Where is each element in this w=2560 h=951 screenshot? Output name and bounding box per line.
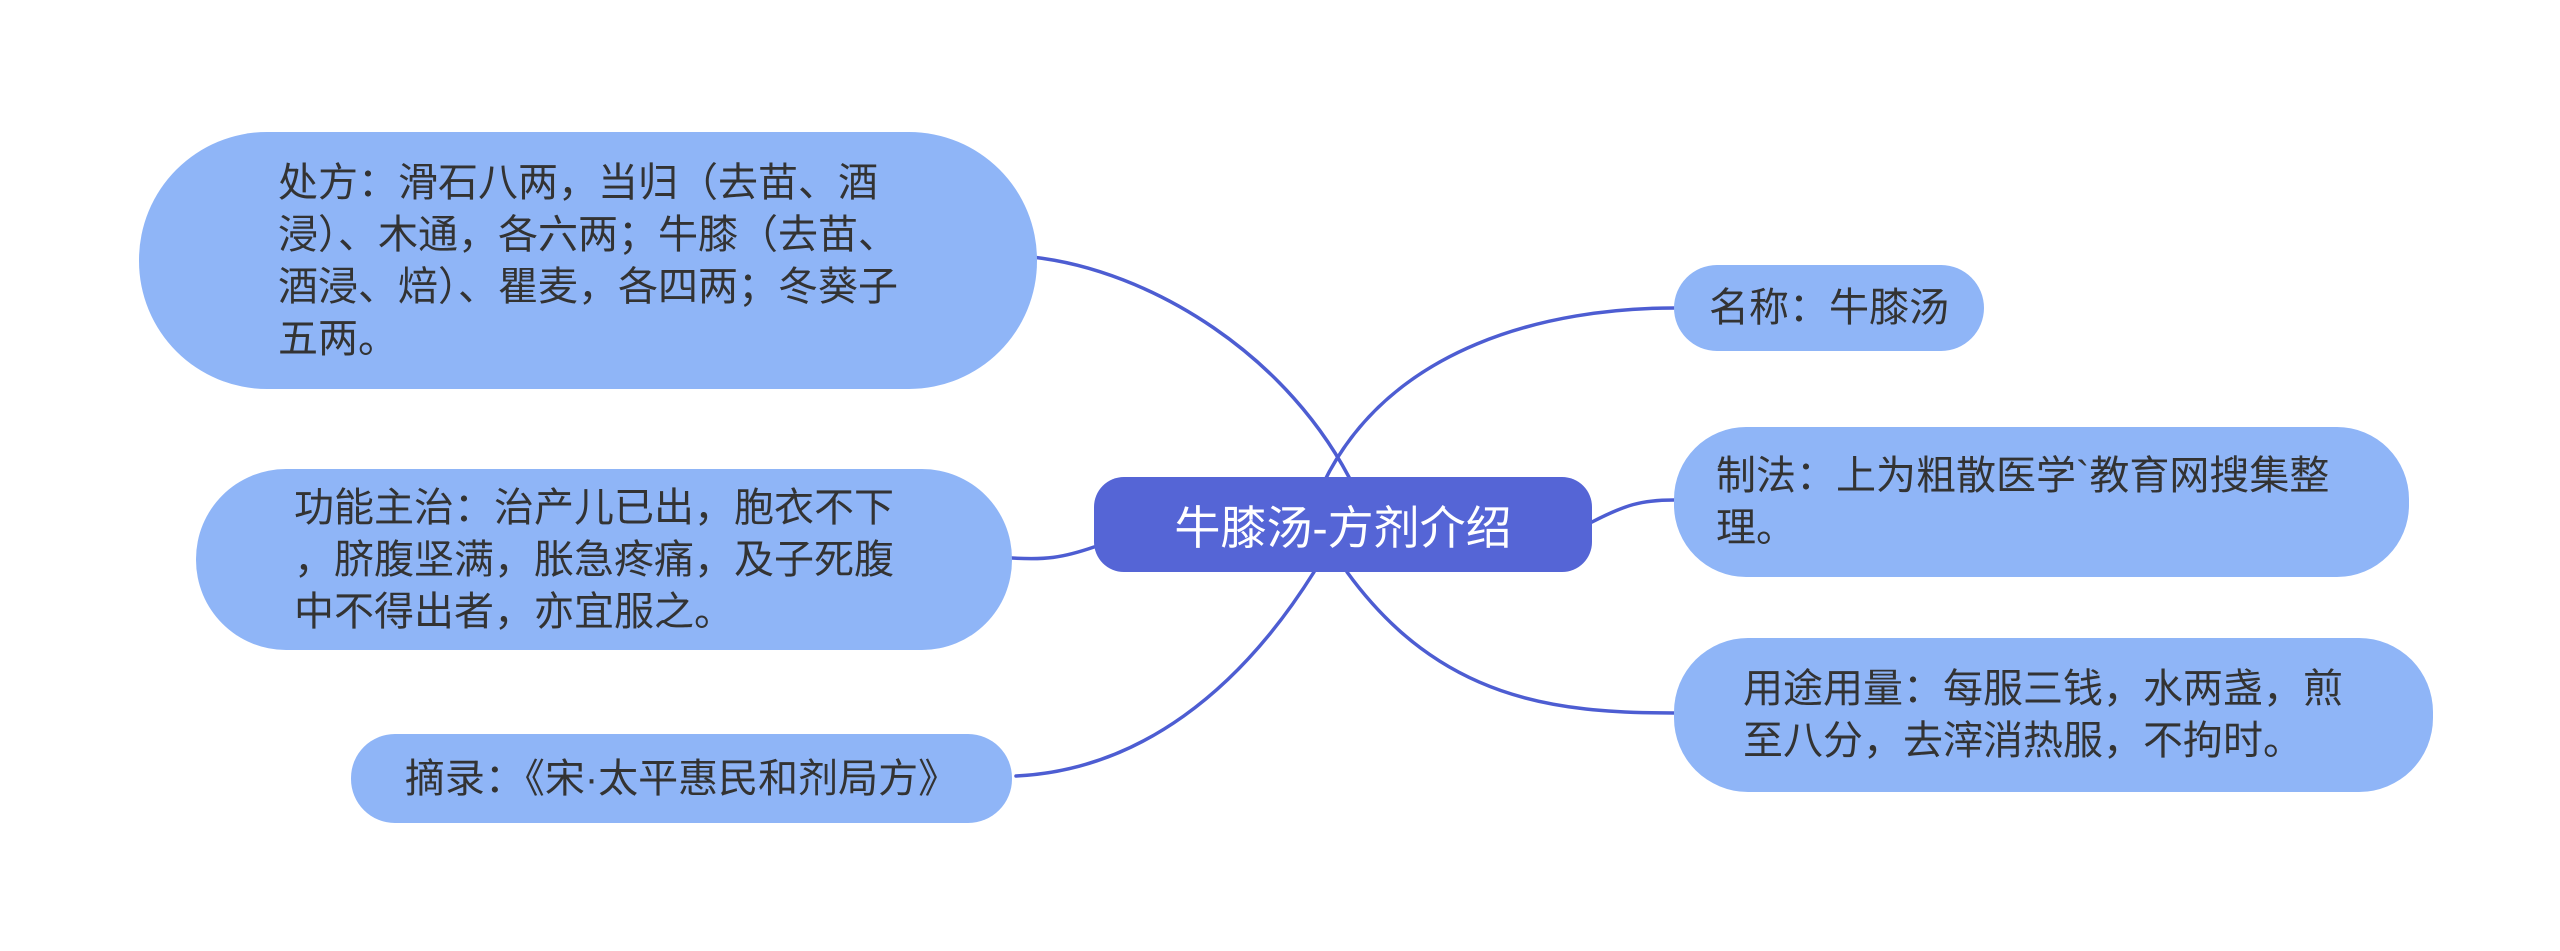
node-usage[interactable]: 用途用量：每服三钱，水两盏，煎至八分，去滓消热服，不拘时。 <box>1674 638 2433 792</box>
node-root-label: 牛膝汤-方剂介绍 <box>1174 501 1512 554</box>
node-root[interactable]: 牛膝汤-方剂介绍 <box>1094 477 1592 572</box>
node-source-label: 摘录：《宋·太平惠民和剂局方》 <box>404 756 959 801</box>
node-prescription-label: 处方：滑石八两，当归（去苗、酒浸）、木通，各六两；牛膝（去苗、酒浸、焙）、瞿麦，… <box>278 160 898 361</box>
node-indications-label: 功能主治：治产儿已出，胞衣不下，脐腹坚满，胀急疼痛，及子死腹中不得出者，亦宜服之… <box>294 485 894 634</box>
connector-name <box>1321 306 1676 486</box>
node-preparation-label: 制法：上为粗散医学`教育网搜集整理。 <box>1716 454 2330 550</box>
node-name-label: 名称：牛膝汤 <box>1709 286 1949 330</box>
connector-usage <box>1345 570 1676 715</box>
node-source[interactable]: 摘录：《宋·太平惠民和剂局方》 <box>351 734 1012 823</box>
node-prescription[interactable]: 处方：滑石八两，当归（去苗、酒浸）、木通，各六两；牛膝（去苗、酒浸、焙）、瞿麦，… <box>139 132 1037 389</box>
connector-source <box>1014 570 1316 778</box>
connector-prescription <box>1030 255 1357 491</box>
node-preparation[interactable]: 制法：上为粗散医学`教育网搜集整理。 <box>1674 427 2409 577</box>
node-indications[interactable]: 功能主治：治产儿已出，胞衣不下，脐腹坚满，胀急疼痛，及子死腹中不得出者，亦宜服之… <box>196 469 1012 650</box>
connector-preparation <box>1590 498 1676 524</box>
node-name[interactable]: 名称：牛膝汤 <box>1674 265 1984 351</box>
connector-indications <box>1010 545 1096 561</box>
node-usage-label: 用途用量：每服三钱，水两盏，煎至八分，去滓消热服，不拘时。 <box>1743 667 2343 763</box>
